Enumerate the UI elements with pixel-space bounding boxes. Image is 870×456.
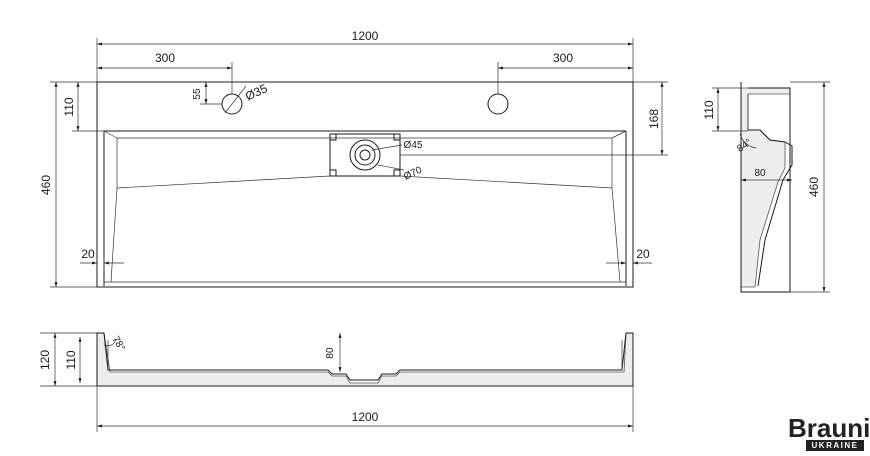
basin-rim-right <box>104 130 627 286</box>
dim-front-height-inner: 110 <box>64 350 78 369</box>
dim-side-offset: 80 <box>754 168 766 179</box>
dim-basin-depth: 168 <box>647 109 661 129</box>
top-view: 1200 300 300 460 110 55 Ø35 168 Ø45 <box>39 29 668 288</box>
dim-front-angle: 78° <box>110 334 127 353</box>
dim-front-overall-width: 1200 <box>352 410 379 424</box>
dim-hole-offset-left: 300 <box>155 51 175 65</box>
dim-hole-offset-right: 300 <box>553 51 573 65</box>
dim-front-height-total: 120 <box>38 350 52 370</box>
side-view: 110 84° 80 460 <box>702 81 830 293</box>
dim-drain-outer: Ø70 <box>402 165 424 183</box>
dim-hole-vertical: 55 <box>192 88 203 100</box>
dim-hole-diameter: Ø35 <box>243 81 270 103</box>
dim-front-inner-depth: 80 <box>325 347 336 359</box>
dim-drain-inner: Ø45 <box>404 140 423 151</box>
dim-side-height: 460 <box>807 177 821 197</box>
drain-outer-circle <box>349 139 381 171</box>
brand-logo: Brauni <box>788 413 870 443</box>
dim-side-top-height: 110 <box>702 100 716 119</box>
front-view-section <box>96 332 634 387</box>
tap-hole-right <box>487 93 509 115</box>
front-view: 120 110 78° 80 1200 <box>38 332 634 432</box>
drain-inner-circle <box>354 144 376 166</box>
dim-side-left: 20 <box>81 247 95 261</box>
brand-logo-sub: UKRAINE <box>806 440 864 451</box>
dim-overall-width: 1200 <box>352 29 379 43</box>
dim-height: 460 <box>39 175 53 195</box>
dim-side-right: 20 <box>636 247 650 261</box>
top-view-outline <box>96 81 634 288</box>
dim-hole-from-edge: 110 <box>62 97 76 116</box>
